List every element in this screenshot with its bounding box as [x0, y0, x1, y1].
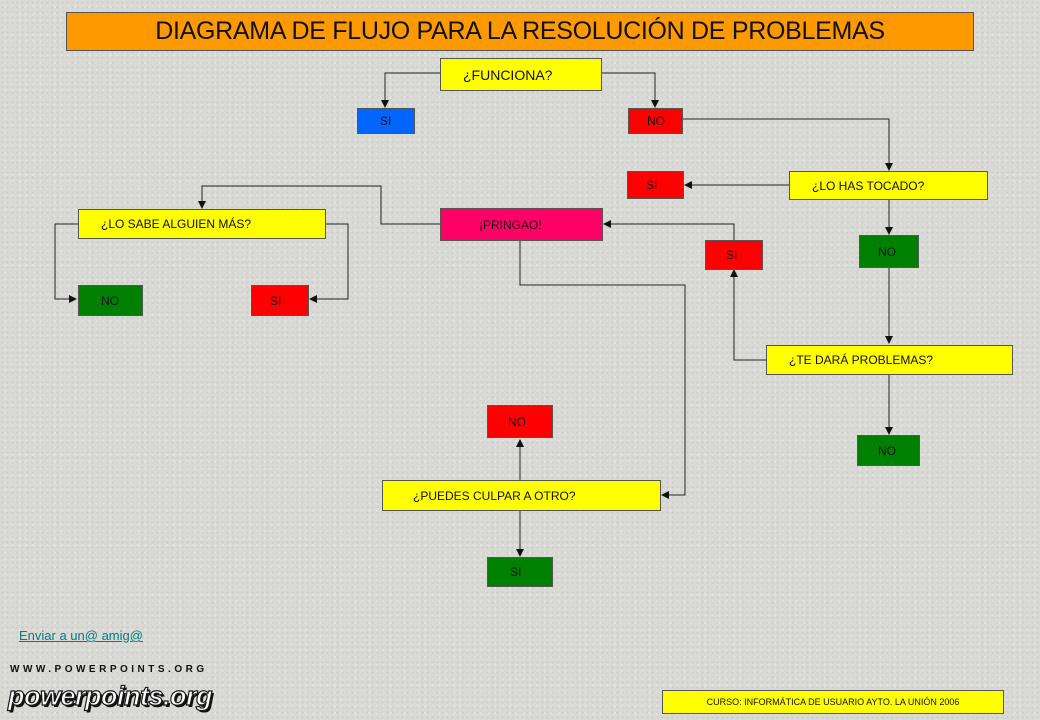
send-to-friend-link[interactable]: Enviar a un@ amig@	[19, 628, 143, 643]
node-si-culpar: SI	[487, 557, 553, 587]
arrow-funciona-si	[381, 72, 440, 108]
arrow-losabe-si	[309, 223, 349, 303]
footer-credits: CURSO: INFORMÁTICA DE USUARIO AYTO. LA U…	[662, 690, 1004, 714]
arrow-no-tocado	[683, 118, 893, 171]
node-funciona: ¿FUNCIONA?	[440, 58, 602, 91]
arrow-funciona-no	[602, 72, 659, 108]
arrow-pringao-losabe	[198, 185, 440, 225]
node-no-problemas: NO	[857, 435, 920, 466]
watermark-url: WWW.POWERPOINTS.ORG	[10, 664, 208, 675]
node-si-lo-sabe: SI	[251, 285, 309, 316]
node-lo-has-tocado: ¿LO HAS TOCADO?	[789, 171, 988, 200]
arrow-losabe-no	[54, 223, 78, 303]
node-no-culpar: NO	[487, 405, 553, 438]
node-no-funciona: NO	[628, 108, 683, 134]
node-pringao: ¡PRINGAO!	[440, 208, 603, 241]
node-puedes-culpar: ¿PUEDES CULPAR A OTRO?	[382, 480, 661, 511]
node-lo-sabe-alguien: ¿LO SABE ALGUIEN MÁS?	[78, 209, 326, 239]
node-si-tocado: SI	[627, 171, 684, 199]
node-si-problemas: SI	[705, 240, 763, 270]
page-title: DIAGRAMA DE FLUJO PARA LA RESOLUCIÓN DE …	[66, 12, 974, 51]
node-te-dara-problemas: ¿TE DARÁ PROBLEMAS?	[766, 345, 1013, 375]
watermark-logo: powerpoints.org	[7, 680, 213, 711]
arrow-pringao-culpar	[519, 241, 686, 499]
node-si-funciona: SI	[357, 108, 415, 134]
node-no-lo-sabe: NO	[78, 285, 143, 316]
arrow-si-pringao	[603, 220, 735, 240]
arrow-problemas-si	[730, 269, 766, 361]
node-no-tocado: NO	[859, 235, 919, 268]
